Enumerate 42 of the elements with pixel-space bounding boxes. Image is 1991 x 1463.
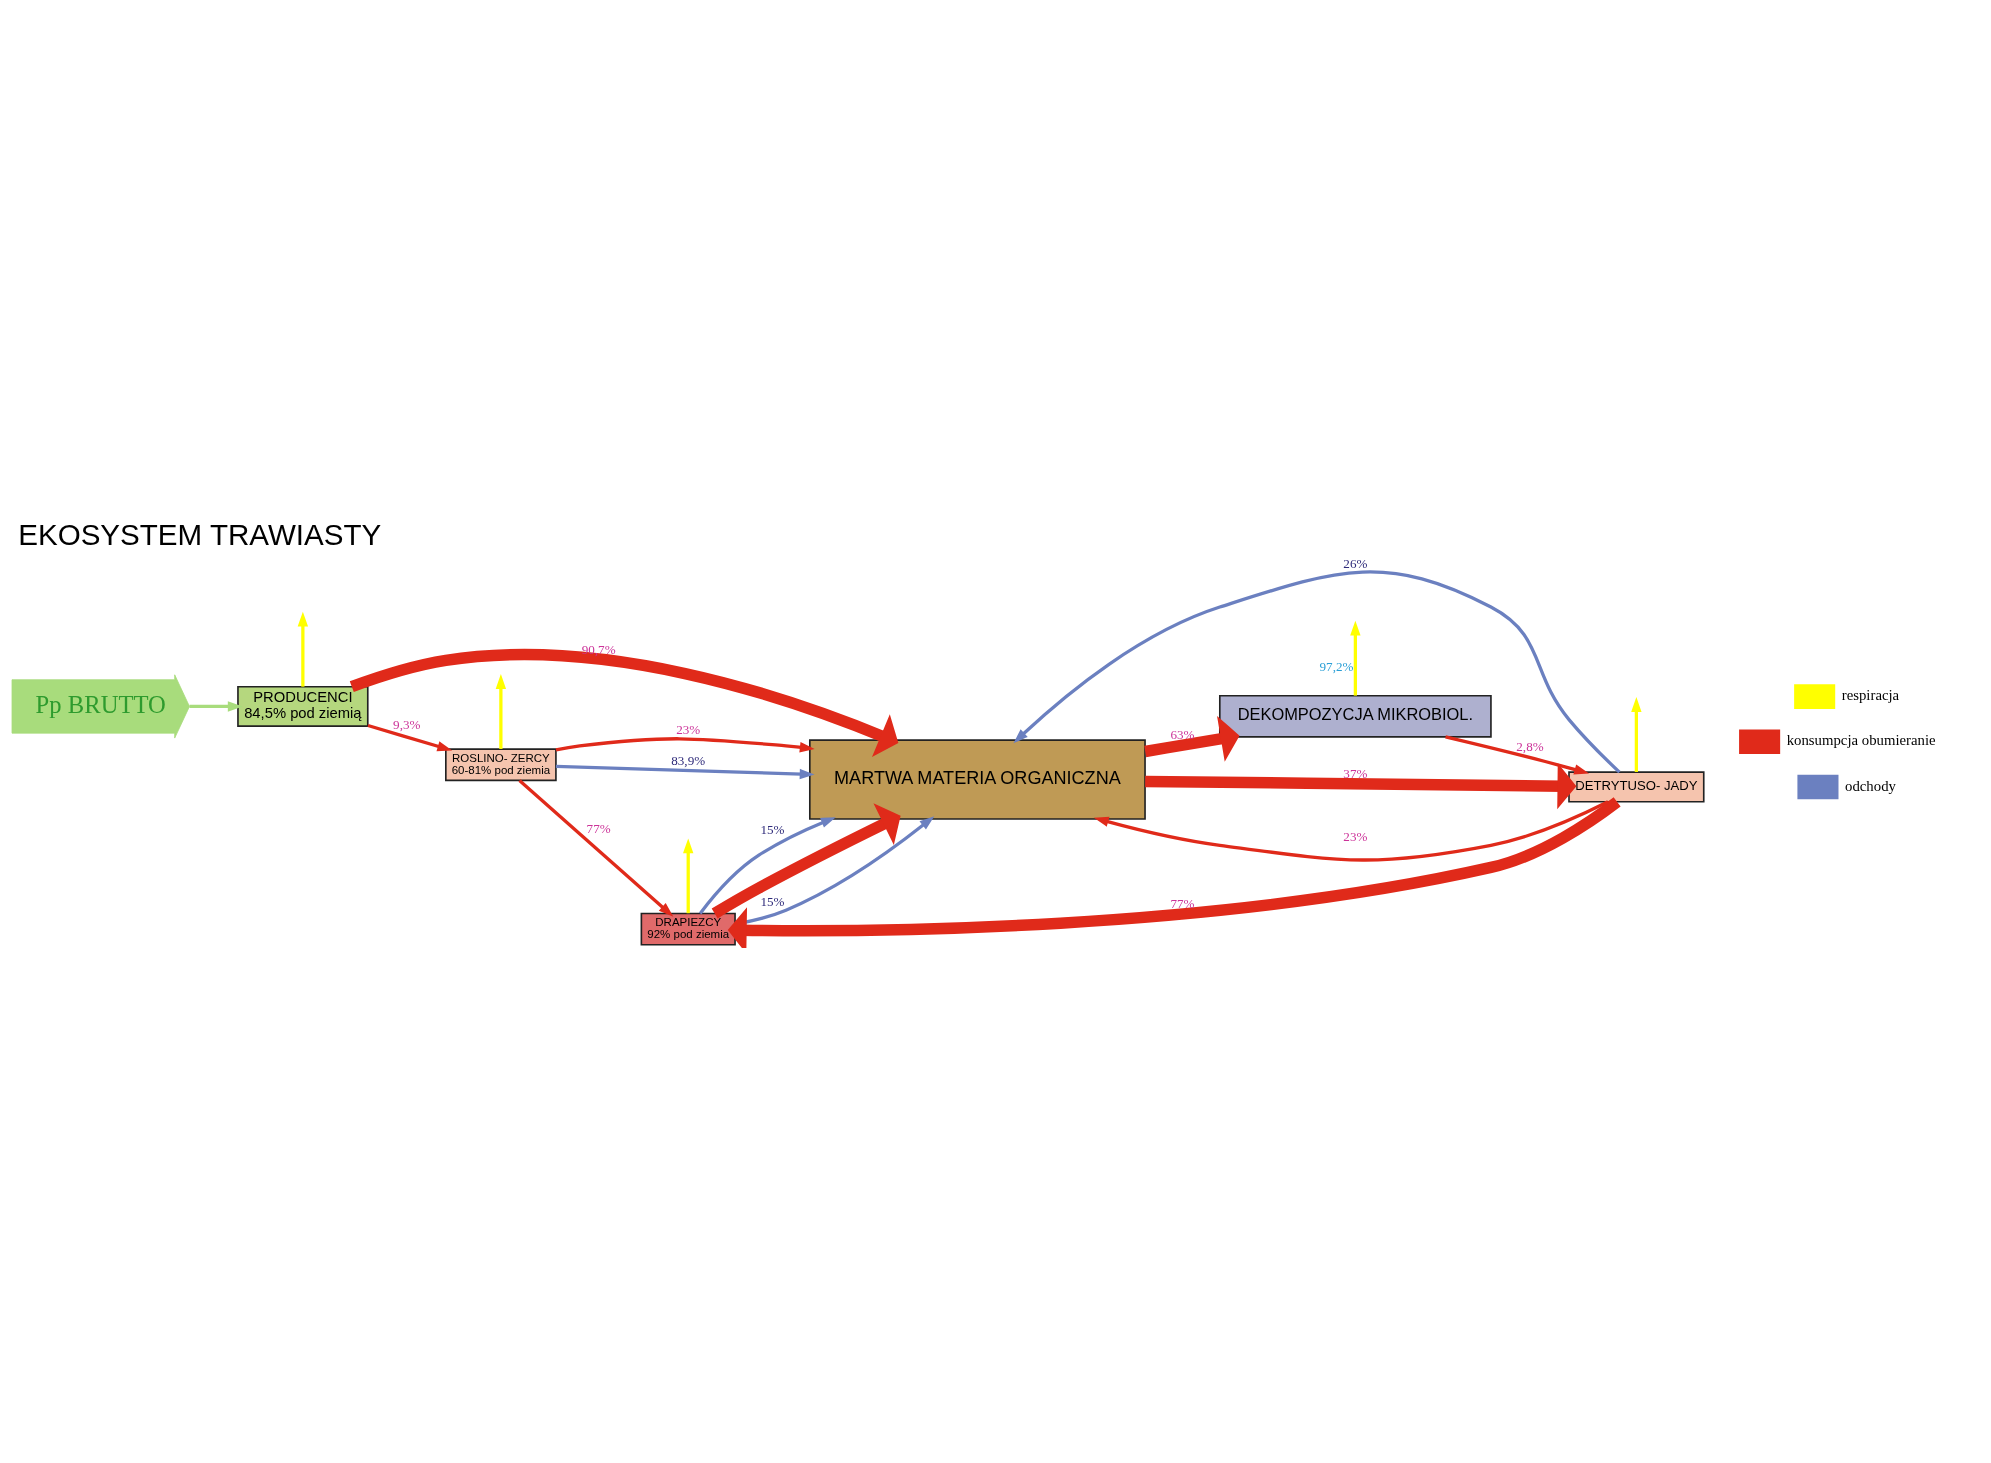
legend-label: respiracja xyxy=(1841,687,1900,704)
arrow xyxy=(1093,800,1609,862)
arrow xyxy=(189,701,243,712)
arrow xyxy=(727,797,1621,948)
arrow xyxy=(711,803,901,919)
arrow xyxy=(297,611,309,687)
diagram-title: EKOSYSTEM TRAWIASTY xyxy=(18,518,382,552)
edge-label: 77% xyxy=(1170,896,1195,912)
arrow xyxy=(555,764,815,780)
arrow xyxy=(1013,570,1621,774)
edge-label: 2,8% xyxy=(1516,738,1544,754)
node-box: MARTWA MATERIA ORGANICZNA xyxy=(809,739,1146,820)
arrow xyxy=(349,648,899,758)
edge-label: 37% xyxy=(1343,765,1368,781)
edge-label: 26% xyxy=(1343,556,1368,572)
arrow xyxy=(683,838,694,914)
edge-label: 9,3% xyxy=(393,717,421,733)
node-box: DETRYTUSO- JADY xyxy=(1568,771,1705,803)
edge-label: 97,2% xyxy=(1319,659,1354,675)
node-box: PRODUCENCI 84,5% pod ziemią xyxy=(237,685,369,727)
arrow xyxy=(1631,697,1642,772)
arrow xyxy=(367,723,453,752)
edge-label: 15% xyxy=(760,893,785,909)
arrow xyxy=(518,779,674,917)
arrow xyxy=(1445,735,1590,775)
arrow xyxy=(1144,715,1240,762)
edge-label: 23% xyxy=(676,722,701,738)
node-box: ROSLINO- ZERCY 60-81% pod ziemia xyxy=(445,748,557,782)
edge-label: 90,7% xyxy=(581,641,616,657)
legend-label: konsumpcja obumieranie xyxy=(1786,732,1936,749)
arrow xyxy=(495,674,507,749)
edge-label: 23% xyxy=(1343,829,1368,845)
edge-label: 63% xyxy=(1170,727,1195,743)
edge-label: 15% xyxy=(760,822,785,838)
edge-label: 83,9% xyxy=(671,752,706,768)
node-box: DRAPIEZCY 92% pod ziemia xyxy=(640,912,736,946)
arrow xyxy=(555,737,815,753)
arrow xyxy=(698,817,836,915)
node-box: DEKOMPOZYCJA MIKROBIOL. xyxy=(1219,694,1492,738)
edge-label: 77% xyxy=(586,820,611,836)
arrow xyxy=(1350,620,1361,696)
legend-label: odchody xyxy=(1845,777,1896,794)
